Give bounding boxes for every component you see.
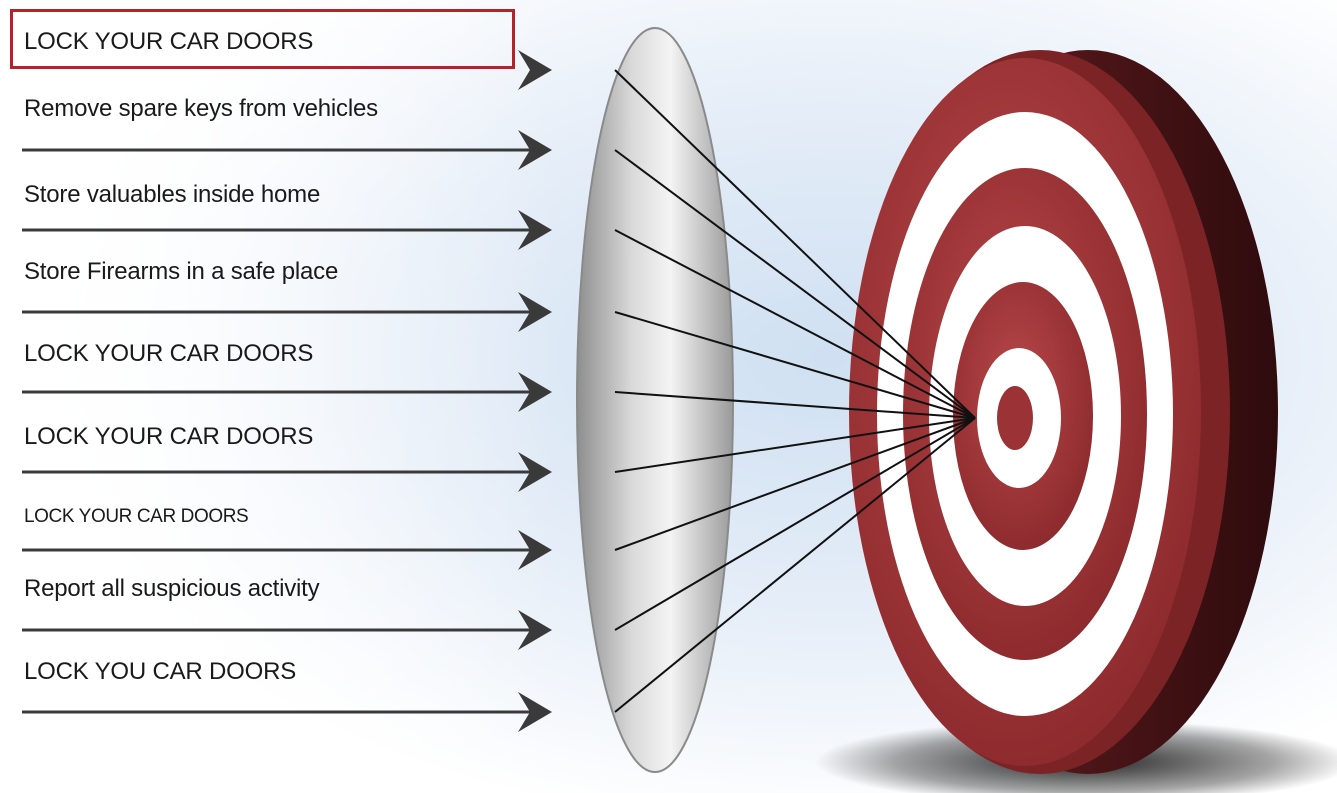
convergence-line-2	[614, 149, 976, 419]
arrow-right-icon	[518, 130, 552, 170]
convergence-line-4	[614, 311, 976, 419]
arrowheads	[518, 50, 552, 732]
arrow-right-icon	[518, 50, 552, 90]
background-left-fade	[0, 0, 560, 793]
item-label-4: Store Firearms in a safe place	[24, 258, 339, 285]
convergence-line-1	[614, 69, 976, 419]
arrow-lines	[22, 148, 530, 714]
item-label-3: Store valuables inside home	[24, 181, 321, 208]
convergence-line-9	[614, 417, 976, 713]
arrow-right-icon	[518, 210, 552, 250]
item-label-8: Report all suspicious activity	[24, 575, 320, 602]
convergence-line-8	[614, 417, 976, 631]
item-label-7: LOCK YOUR CAR DOORS	[24, 506, 249, 527]
convergence-line-6	[614, 417, 976, 473]
arrow-right-icon	[518, 530, 552, 570]
convergence-line-3	[614, 229, 976, 419]
highlight-box	[10, 9, 515, 69]
convergence-lines	[614, 69, 976, 713]
lens-shape	[576, 27, 734, 773]
item-label-6: LOCK YOUR CAR DOORS	[24, 423, 314, 450]
arrow-right-icon	[518, 452, 552, 492]
arrow-right-icon	[518, 610, 552, 650]
arrow-right-icon	[518, 292, 552, 332]
arrow-right-icon	[518, 692, 552, 732]
item-label-9: LOCK YOU CAR DOORS	[24, 658, 297, 685]
item-label-5: LOCK YOUR CAR DOORS	[24, 340, 314, 367]
convergence-line-7	[614, 417, 976, 551]
arrow-right-icon	[518, 372, 552, 412]
item-label-2: Remove spare keys from vehicles	[24, 95, 378, 122]
target-bullseye	[997, 386, 1033, 450]
bullseye-target-icon	[849, 50, 1278, 774]
convergence-line-5	[614, 391, 976, 419]
item-label-1: LOCK YOUR CAR DOORS	[24, 28, 314, 55]
